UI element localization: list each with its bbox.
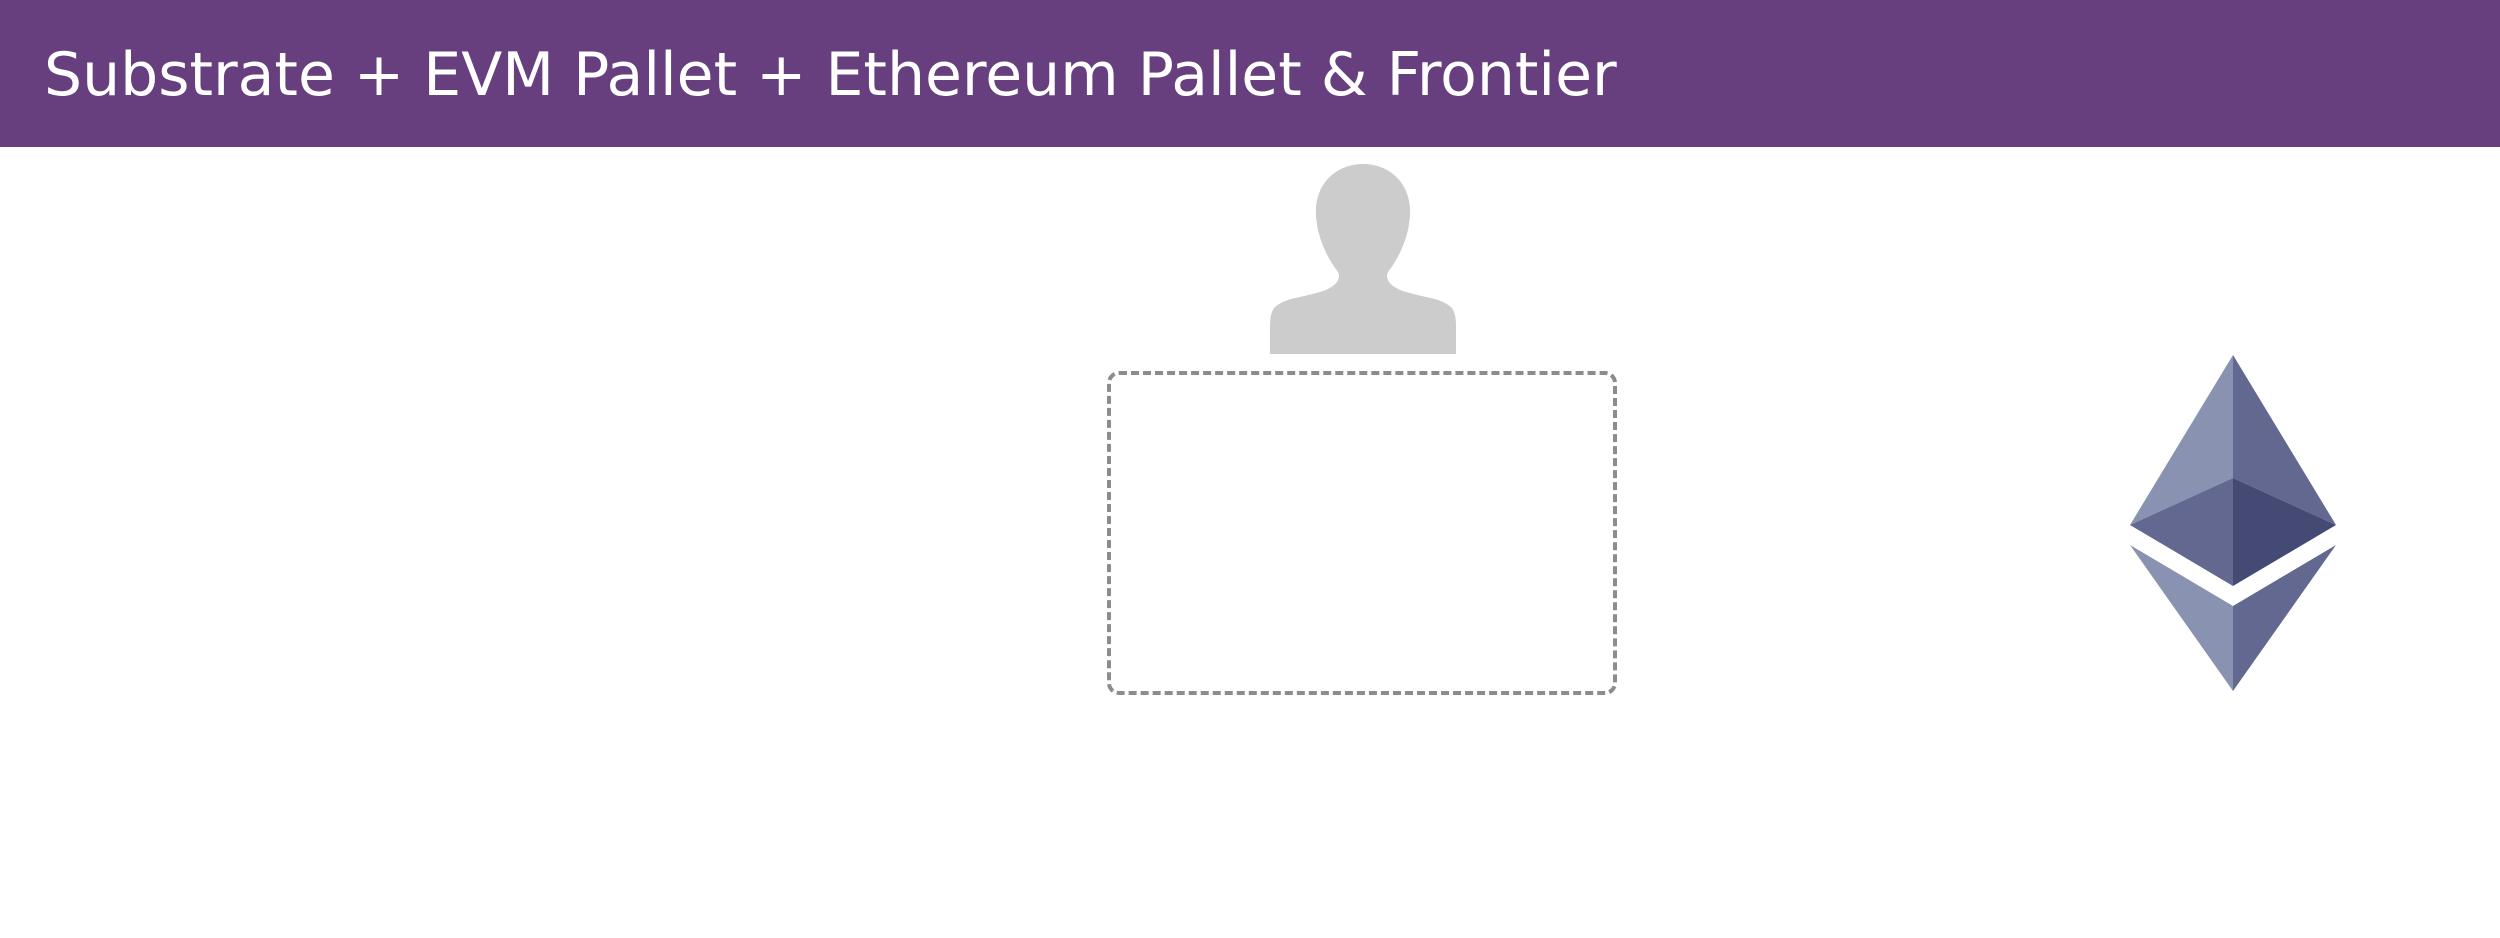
- ethereum-logo-icon: [2130, 355, 2336, 691]
- eth-lower-right-facet: [2233, 545, 2336, 691]
- eth-lower-left-facet: [2130, 545, 2233, 691]
- eth-middle-left-facet: [2130, 478, 2233, 586]
- eth-upper-right-facet: [2233, 355, 2336, 525]
- eth-upper-left-facet: [2130, 355, 2233, 525]
- dashed-container-box: [1107, 371, 1617, 695]
- user-silhouette-icon: [1270, 164, 1456, 354]
- eth-middle-right-facet: [2233, 478, 2336, 586]
- title-bar: Substrate + EVM Pallet + Ethereum Pallet…: [0, 0, 2500, 147]
- page-title: Substrate + EVM Pallet + Ethereum Pallet…: [44, 40, 1617, 110]
